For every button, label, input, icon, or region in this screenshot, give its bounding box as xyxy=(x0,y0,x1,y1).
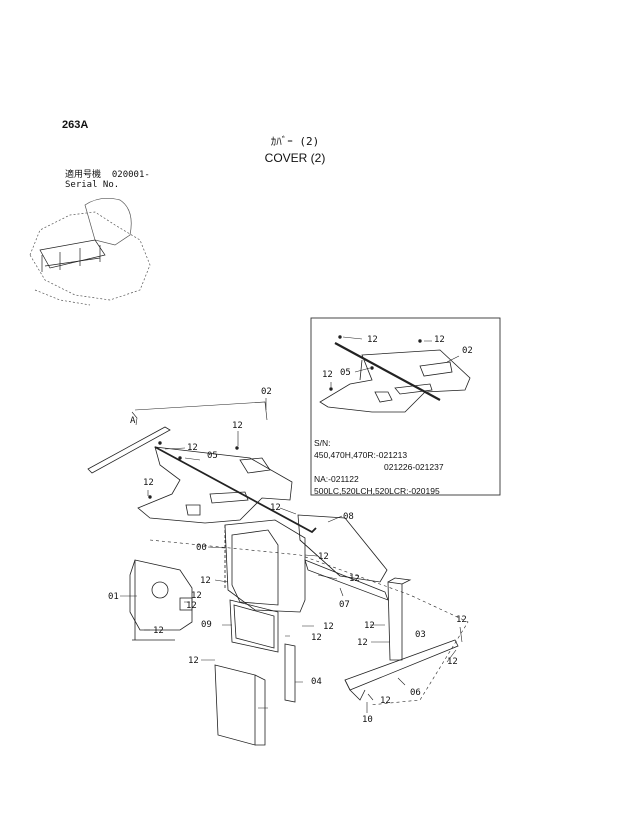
inset-serial-notes: S/N: 450,470H,470R:-021213 021226-021237… xyxy=(314,437,444,497)
inset-note-line3: NA:-021122 xyxy=(314,474,359,484)
callout-12: 12 xyxy=(200,576,211,586)
serial-number: 020001- xyxy=(111,170,150,180)
callout-12: 12 xyxy=(270,503,281,513)
frame-part-02 xyxy=(137,441,317,534)
beam-part-06 xyxy=(344,639,459,701)
callout-12: 12 xyxy=(323,622,334,632)
callout-12: 12 xyxy=(349,574,360,584)
cover-part-01 xyxy=(129,559,193,641)
callout-a: A xyxy=(130,416,136,426)
inset-callout-d: 05 xyxy=(340,368,351,378)
machine-locator-thumbnail xyxy=(29,198,151,306)
leader-lines xyxy=(120,398,463,713)
callout-07: 07 xyxy=(339,600,350,610)
page-title: COVER (2) xyxy=(264,151,326,165)
post-part-04 xyxy=(284,643,296,703)
callout-12: 12 xyxy=(188,656,199,666)
callout-12: 12 xyxy=(311,633,322,643)
callout-12: 12 xyxy=(364,621,375,631)
post-part-03 xyxy=(387,577,412,661)
inset-note-line1: 450,470H,470R:-021213 xyxy=(314,450,408,460)
panel-part-00 xyxy=(224,519,306,613)
callout-12: 12 xyxy=(447,657,458,667)
callout-12: 12 xyxy=(357,638,368,648)
callout-06: 06 xyxy=(410,688,421,698)
serial-en-label: Serial No. xyxy=(65,180,120,190)
callout-12: 10 xyxy=(362,715,373,725)
callout-12: 12 xyxy=(456,615,467,625)
inset-note-line2: 021226-021237 xyxy=(384,462,444,472)
callout-00: 00 xyxy=(196,543,207,553)
inset-callout-b: 12 xyxy=(434,335,445,345)
callout-12: 12 xyxy=(380,696,391,706)
serial-block: 適用号機 020001- Serial No. xyxy=(65,170,150,190)
callout-12: 12 xyxy=(318,552,329,562)
title-japanese: ｶﾊﾞｰ (2) xyxy=(270,135,320,148)
bracket-part-07 xyxy=(304,559,389,601)
inset-note-line4: 500LC,520LCH,520LCR:-020195 xyxy=(314,486,440,496)
callout-12: 12 xyxy=(186,601,197,611)
panel-part-10 xyxy=(214,664,266,746)
inset-bracket-assembly xyxy=(319,335,471,413)
callout-08: 08 xyxy=(343,512,354,522)
callout-09: 09 xyxy=(201,620,212,630)
callout-05: 05 xyxy=(207,451,218,461)
inset-frame xyxy=(310,317,501,496)
panel-part-09 xyxy=(229,599,279,653)
rail-part-a xyxy=(87,401,268,474)
page-code: 263A xyxy=(62,119,89,131)
callout-12: 12 xyxy=(187,443,198,453)
callout-03: 03 xyxy=(415,630,426,640)
inset-callout-e: 12 xyxy=(322,370,333,380)
callout-04: 04 xyxy=(311,677,322,687)
cover-part-08 xyxy=(297,514,388,583)
callout-12: 12 xyxy=(153,626,164,636)
callout-02: 02 xyxy=(261,387,272,397)
callout-12: 12 xyxy=(191,591,202,601)
inset-note-sn: S/N: xyxy=(314,438,331,448)
callout-01: 01 xyxy=(108,592,119,602)
inset-callout-c: 02 xyxy=(462,346,473,356)
callout-12: 12 xyxy=(232,421,243,431)
serial-jp-label: 適用号機 xyxy=(65,170,102,180)
callout-12: 12 xyxy=(143,478,154,488)
phantom-outline xyxy=(149,539,469,706)
inset-callout-a: 12 xyxy=(367,335,378,345)
